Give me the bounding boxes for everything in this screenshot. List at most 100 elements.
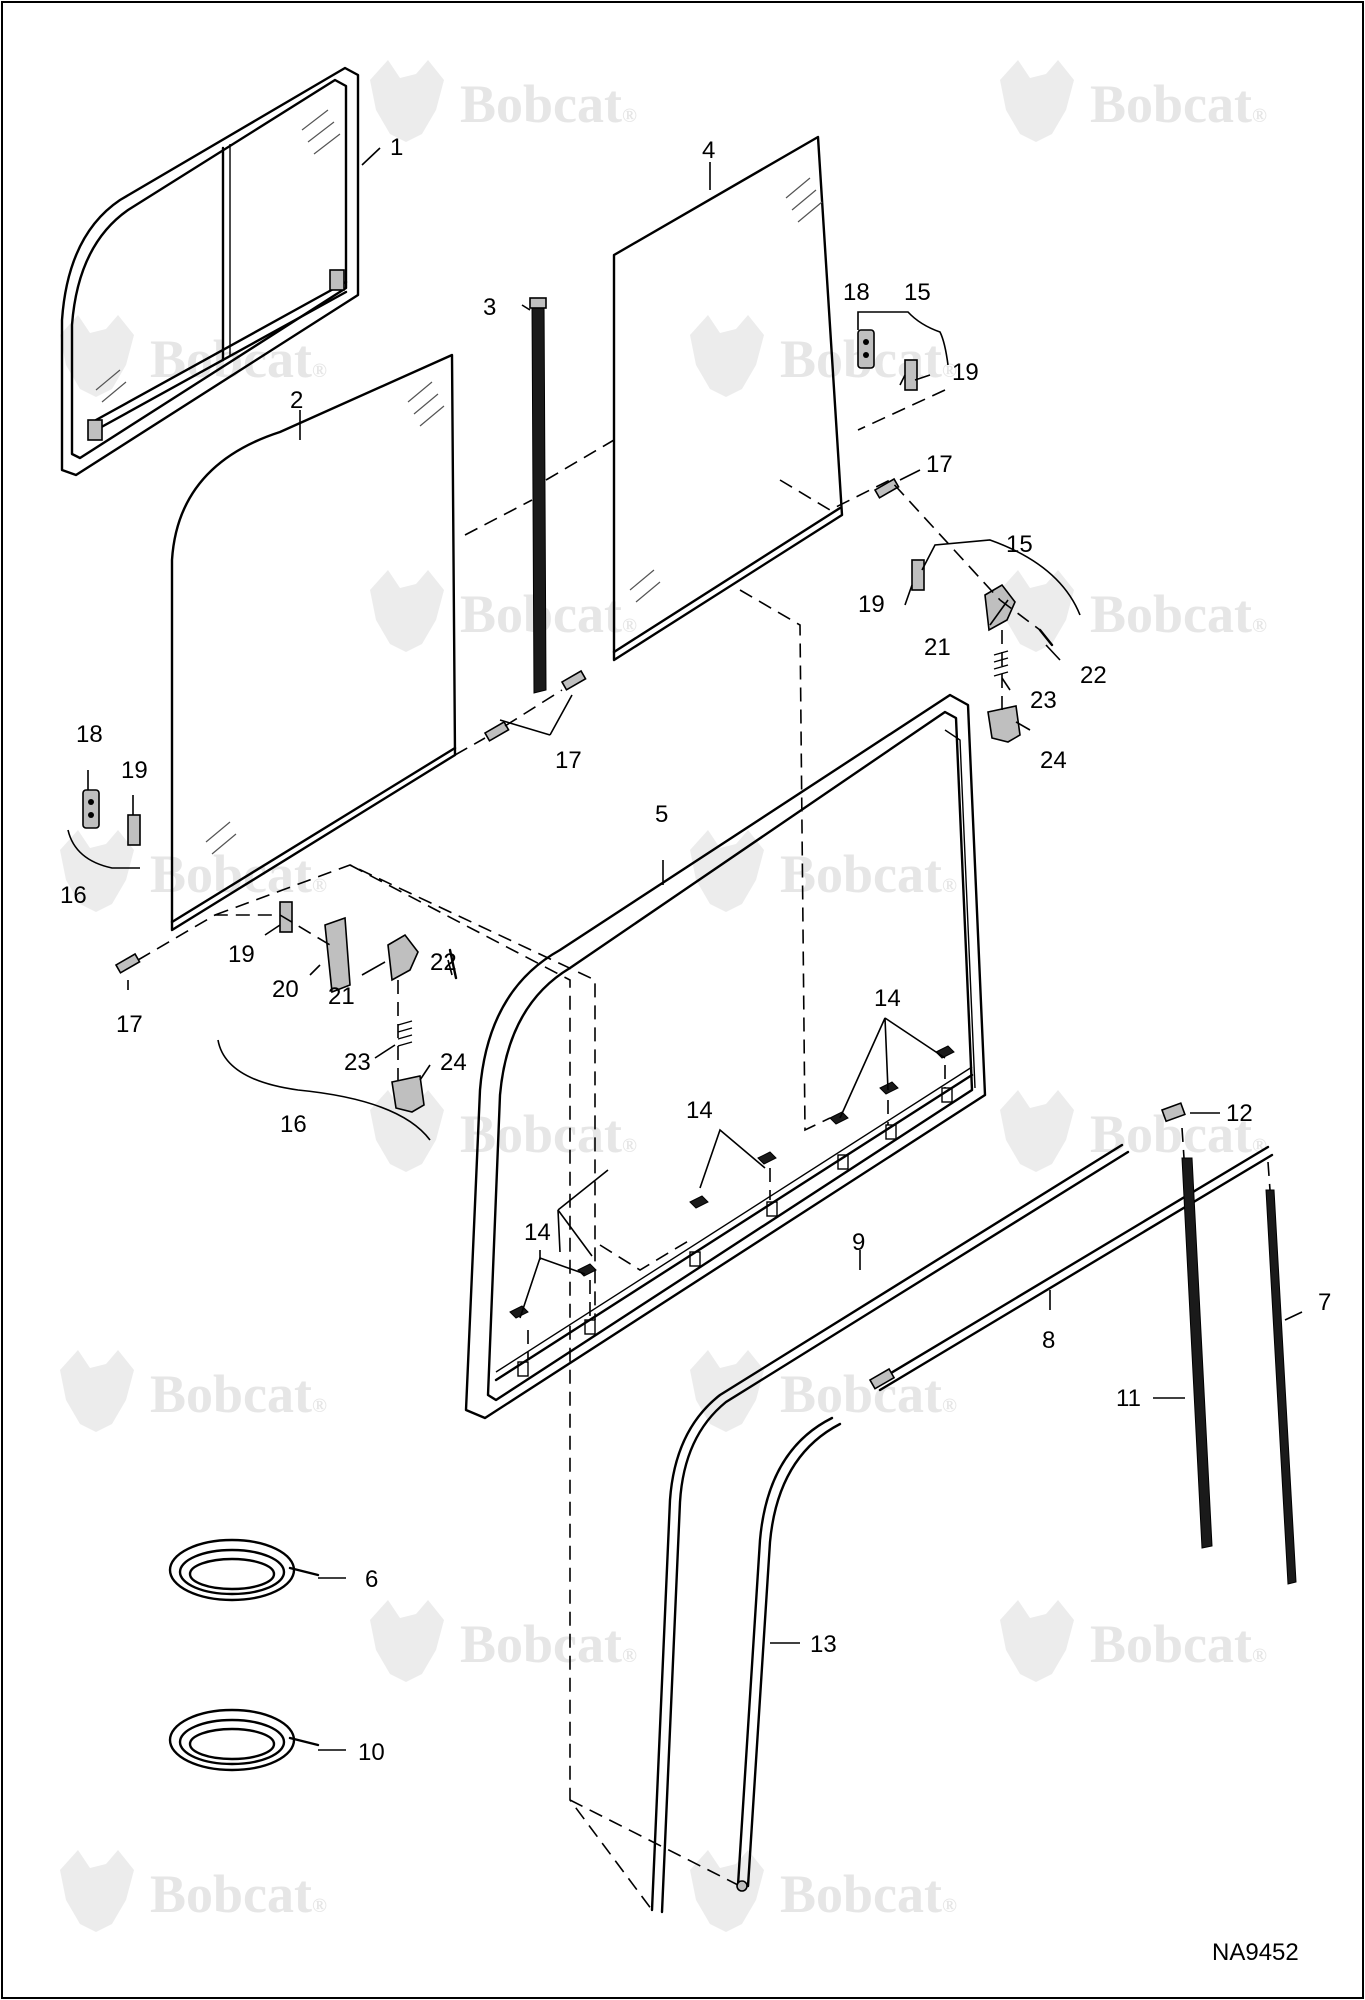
watermark-text: Bobcat® [780,844,957,904]
watermark-tile: Bobcat® [370,60,637,142]
part-11-vertical-seal [1181,1157,1213,1549]
callout-24b: 24 [440,1049,467,1076]
watermark-reg-mark: ® [1252,1135,1267,1157]
callout-19a: 19 [952,359,979,386]
bobcat-head-icon [1000,1600,1074,1682]
callout-17b: 17 [555,747,582,774]
watermark-tile: Bobcat® [60,830,327,912]
watermark-tile: Bobcat® [370,570,637,652]
bobcat-head-icon [60,1850,134,1932]
watermark-text: Bobcat® [460,1614,637,1674]
callout-19b: 19 [858,591,885,618]
watermark-reg-mark: ® [1252,105,1267,127]
callout-21a: 21 [924,634,951,661]
callout-15a: 15 [904,279,931,306]
callout-16b: 16 [280,1111,307,1138]
callout-17a: 17 [926,451,953,478]
watermark-text: Bobcat® [460,584,637,644]
callout-14c: 14 [874,985,901,1012]
watermark-text: Bobcat® [460,1104,637,1164]
bobcat-head-icon [370,60,444,142]
part-2-left-glass [170,353,457,932]
callout-20: 20 [272,976,299,1003]
part-7-vertical-seal [1265,1189,1297,1585]
callout-7: 7 [1318,1289,1331,1316]
watermark-layer: Bobcat® Bobcat® Bobcat® Bobcat® Bobcat® … [60,60,1267,1932]
watermark-text: Bobcat® [150,1364,327,1424]
watermark-reg-mark: ® [622,105,637,127]
callout-17c: 17 [116,1011,143,1038]
callout-2: 2 [290,387,303,414]
watermark-tile: Bobcat® [60,1350,327,1432]
callout-16a: 16 [60,882,87,909]
bobcat-head-icon [1000,1090,1074,1172]
watermark-text: Bobcat® [460,74,637,134]
watermark-tile: Bobcat® [690,1350,957,1432]
document-id: NA9452 [1212,1939,1299,1966]
watermark-tile: Bobcat® [690,830,957,912]
watermark-text: Bobcat® [150,1864,327,1924]
part-5-door-frame [464,693,987,1420]
callout-labels: 1 2 3 4 5 6 7 8 9 10 11 12 13 14 14 14 1… [60,134,1331,1766]
part-6-rubber-cord [168,1538,320,1602]
watermark-reg-mark: ® [622,615,637,637]
bobcat-head-icon [60,1350,134,1432]
watermark-tile: Bobcat® [1000,60,1267,142]
watermark-reg-mark: ® [942,1395,957,1417]
callout-22b: 22 [430,949,457,976]
watermark-reg-mark: ® [942,360,957,382]
watermark-text: Bobcat® [780,1864,957,1924]
watermark-tile: Bobcat® [690,1850,957,1932]
watermark-tile: Bobcat® [60,315,327,397]
bobcat-head-icon [370,1600,444,1682]
watermark-reg-mark: ® [942,1895,957,1917]
watermark-reg-mark: ® [312,1395,327,1417]
watermark-reg-mark: ® [312,1895,327,1917]
part-9-upper-seal [650,1143,1130,1914]
callout-6: 6 [365,1566,378,1593]
callout-5: 5 [655,801,668,828]
bobcat-head-icon [1000,60,1074,142]
callout-3: 3 [483,294,496,321]
watermark-tile: Bobcat® [1000,1600,1267,1682]
callout-13: 13 [810,1631,837,1658]
callout-8: 8 [1042,1327,1055,1354]
watermark-reg-mark: ® [622,1645,637,1667]
callout-21b: 21 [328,983,355,1010]
callout-1: 1 [390,134,403,161]
callout-24a: 24 [1040,747,1067,774]
bobcat-head-icon [60,315,134,397]
callout-4: 4 [702,137,715,164]
watermark-text: Bobcat® [150,329,327,389]
watermark-reg-mark: ® [622,1135,637,1157]
part-13-curved-seal [736,1416,842,1892]
callout-23b: 23 [344,1049,371,1076]
callout-22a: 22 [1080,662,1107,689]
watermark-text: Bobcat® [780,1364,957,1424]
watermark-text: Bobcat® [1090,74,1267,134]
watermark-text: Bobcat® [150,844,327,904]
callout-10: 10 [358,1739,385,1766]
callout-15b: 15 [1006,531,1033,558]
watermark-tile: Bobcat® [370,1600,637,1682]
part-8-lower-seal [868,1145,1274,1392]
callout-11: 11 [1116,1385,1141,1412]
part-12-plug [1160,1102,1186,1123]
callout-18b: 18 [76,721,103,748]
part-3-divider-strip [529,297,547,694]
bobcat-head-icon [1000,570,1074,652]
watermark-reg-mark: ® [942,875,957,897]
bobcat-head-icon [370,570,444,652]
watermark-reg-mark: ® [1252,1645,1267,1667]
callout-9: 9 [852,1229,865,1256]
leader-lines [67,147,1303,1751]
watermark-reg-mark: ® [1252,615,1267,637]
part-4-right-glass [612,135,844,662]
frame-slot-notches [517,1087,953,1377]
callout-14b: 14 [686,1097,713,1124]
callout-23a: 23 [1030,687,1057,714]
callout-18a: 18 [843,279,870,306]
